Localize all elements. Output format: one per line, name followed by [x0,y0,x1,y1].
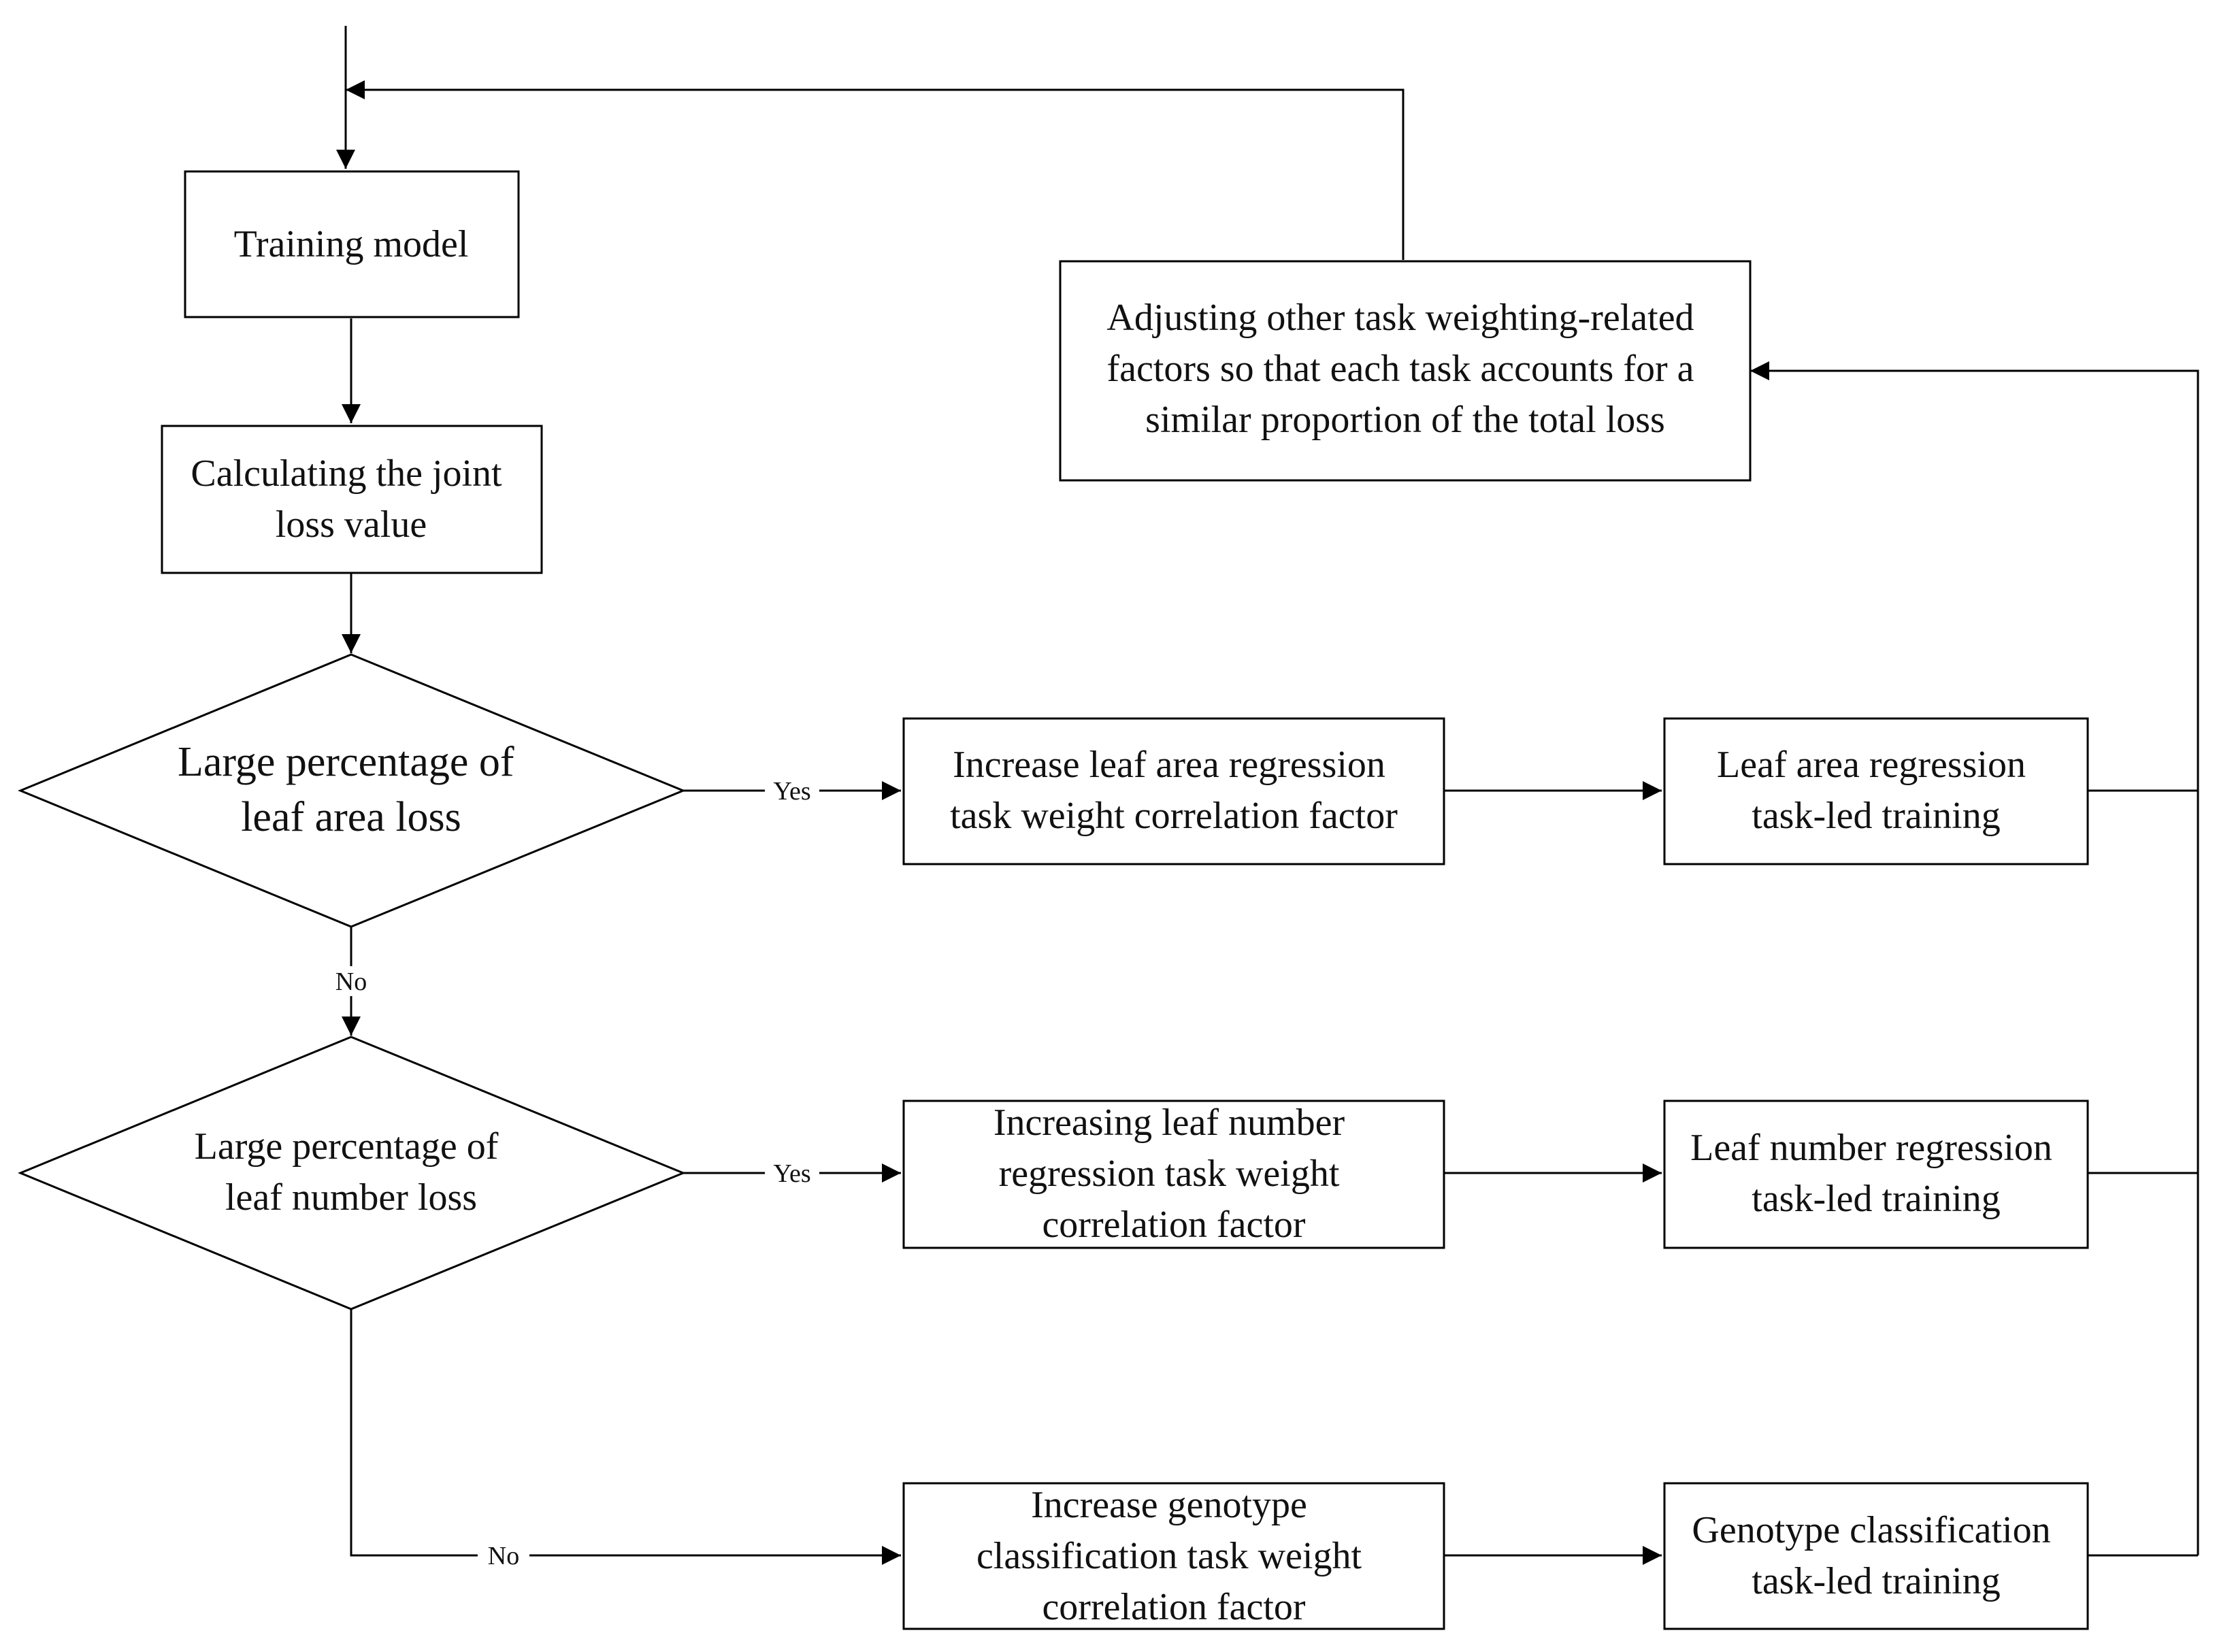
node-text-line: Large percentage of [195,1125,499,1168]
node-text-line: Leaf area regression [1717,744,2026,786]
node-text-line: correlation factor [1042,1204,1305,1246]
decision-leaf-area-loss: Large percentage of leaf area loss [18,653,686,928]
node-text-line: Leaf number regression [1690,1127,2052,1169]
edge-labels: Yes No Yes No [325,776,819,1570]
node-text-line: Genotype classification [1692,1509,2050,1551]
svg-text:Increase leaf area regression: Increase leaf area regression task weigh… [950,744,1398,837]
node-text-line: correlation factor [1042,1586,1305,1628]
node-leaf-number-training: Leaf number regression task-led training [1663,1100,2089,1249]
node-text-line: loss value [276,503,427,546]
edge-loop-back [346,80,1405,260]
node-genotype-training: Genotype classification task-led trainin… [1663,1482,2089,1630]
svg-text:Adjusting other task weighting: Adjusting other task weighting-related f… [1106,297,1703,441]
node-text-line: leaf number loss [225,1176,477,1219]
edges [336,26,2199,1565]
svg-text:Increase genotype classi: Increase genotype classification task we… [976,1484,1371,1628]
decision-leaf-number-loss: Large percentage of leaf number loss [18,1036,686,1310]
node-leaf-area-training: Leaf area regression task-led training [1663,717,2089,865]
svg-text:Calculating the joint lo: Calculating the joint loss value [191,452,511,546]
node-text-line: Increase genotype [1031,1484,1307,1526]
node-text-line: classification task weight [976,1535,1362,1577]
node-text-line: regression task weight [999,1153,1340,1195]
node-text-line: Calculating the joint [191,452,502,495]
svg-text:Leaf number regression t: Leaf number regression task-led training [1690,1127,2062,1220]
svg-text:Leaf area regression tas: Leaf area regression task-led training [1717,744,2035,837]
edge-label-yes-2: Yes [773,1159,810,1188]
node-text-line: similar proportion of the total loss [1145,399,1665,441]
node-text-line: Large percentage of [178,739,514,785]
node-text-line: task-led training [1752,795,2000,837]
edge-decision2-no [350,1309,901,1565]
node-text-line: Training model [234,223,469,265]
node-training-model: Training model [184,170,520,318]
edge-label-no-2: No [488,1542,519,1570]
node-text-line: Adjusting other task weighting-related [1106,297,1694,339]
svg-text:Genotype classification: Genotype classification task-led trainin… [1692,1509,2060,1602]
svg-text:Large percentage of leaf: Large percentage of leaf area loss [178,739,525,840]
node-text-line: task weight correlation factor [950,795,1398,837]
svg-text:Training model: Training model [234,223,469,265]
node-text-line: task-led training [1752,1178,2000,1220]
svg-text:Large percentage of leaf: Large percentage of leaf number loss [195,1125,508,1219]
edge-label-yes-1: Yes [773,777,810,806]
edge-label-no-1: No [335,968,367,996]
node-text-line: leaf area loss [241,794,461,840]
node-joint-loss: Calculating the joint loss value [161,425,543,574]
node-text-line: task-led training [1752,1560,2000,1602]
svg-text:Increasing leaf number r: Increasing leaf number regression task w… [993,1102,1354,1246]
node-increase-leaf-area: Increase leaf area regression task weigh… [902,717,1445,865]
node-text-line: factors so that each task accounts for a [1107,348,1694,390]
node-text-line: Increase leaf area regression [953,744,1385,786]
node-increase-genotype: Increase genotype classification task we… [902,1482,1445,1630]
node-increase-leaf-number: Increasing leaf number regression task w… [902,1100,1445,1249]
edge-bus-to-adjust [1750,361,2199,1555]
node-adjust-factors: Adjusting other task weighting-related f… [1059,260,1752,482]
node-text-line: Increasing leaf number [993,1102,1345,1144]
